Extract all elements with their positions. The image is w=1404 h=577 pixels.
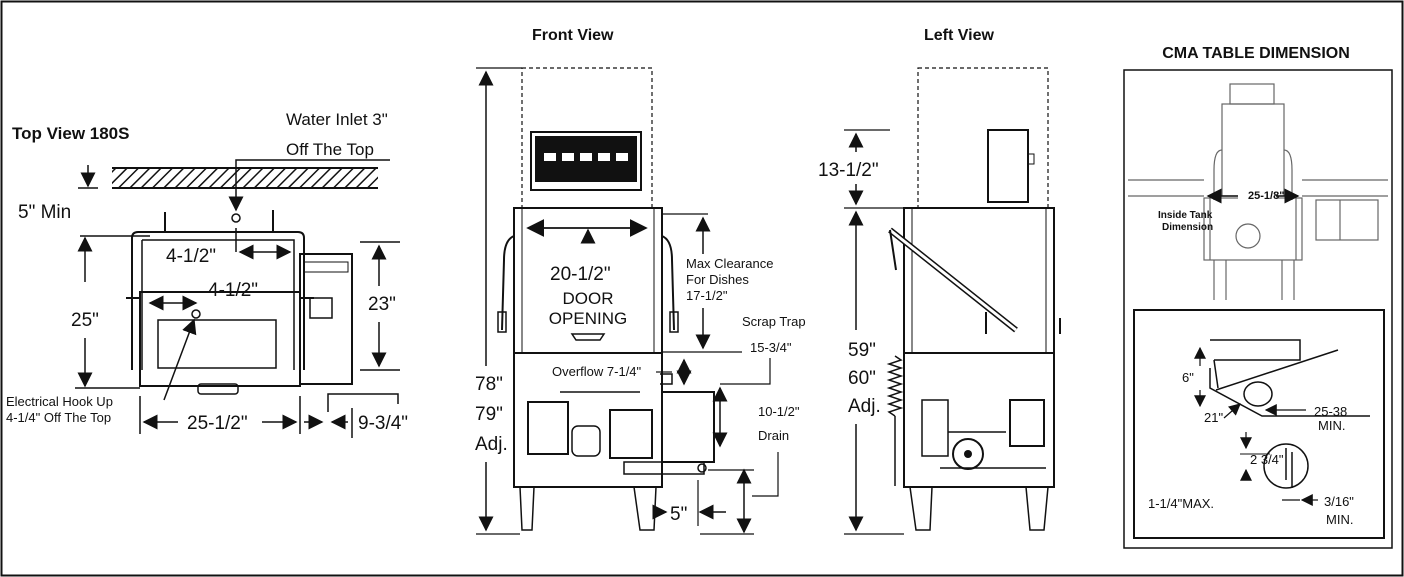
pump <box>571 425 601 457</box>
channel-depth-label: 2 3/4" <box>1250 452 1284 467</box>
table-depth-label: 21" <box>1204 410 1223 425</box>
electrical-port <box>191 309 201 319</box>
side-booster <box>299 253 353 385</box>
side-height-label-2: 60" <box>848 368 876 389</box>
max-gap-label: 1-1/4"MAX. <box>1148 496 1214 511</box>
front-right-leg <box>633 486 657 531</box>
min-gap-label-1: 3/16" <box>1324 494 1354 509</box>
control-box-side <box>987 129 1029 203</box>
cma-table-panel: CMA TABLE DIMENSION 25-1/8" Inside Tank <box>1123 45 1393 549</box>
raised-hood-outline <box>521 67 653 209</box>
lower-cabinet <box>513 352 663 488</box>
wall-hatch <box>112 168 378 188</box>
scrap-label-2: 15-3/4" <box>750 340 792 355</box>
scrap-trap <box>662 391 715 463</box>
cma-title: CMA TABLE DIMENSION <box>1162 45 1350 62</box>
min-clearance-label: 5" Min <box>18 202 71 223</box>
min-gap-label-2: MIN. <box>1326 512 1353 527</box>
raised-hood-outline-side <box>917 67 1049 209</box>
electrical-label-1: Electrical Hook Up <box>6 394 113 409</box>
inside-tank-label-2: Dimension <box>1162 222 1213 233</box>
pump-motor-side <box>952 438 984 470</box>
front-left-leg <box>519 486 535 531</box>
side-width-label: 9-3/4" <box>358 413 408 434</box>
drain-label-2: Drain <box>758 428 789 443</box>
left-view: Left View 13-1/2" 59" 6 <box>818 27 1061 535</box>
rack-rail-inner <box>141 239 295 370</box>
table-detail-sketch <box>1209 339 1370 489</box>
scrap-label-1: Scrap Trap <box>742 314 806 329</box>
tank-width-label: 25-1/8" <box>1248 190 1284 202</box>
counterweight-spring <box>886 355 904 417</box>
cma-box <box>1123 69 1393 549</box>
water-inlet-label-2: Off The Top <box>286 140 374 159</box>
water-inlet-port <box>231 213 241 223</box>
cma-machine-sketch <box>1128 83 1388 300</box>
drain-pipe <box>623 461 705 475</box>
overflow-label: Overflow 7-1/4" <box>552 364 642 379</box>
drain-label-1: 10-1/2" <box>758 404 800 419</box>
door-width-label: 20-1/2" <box>550 264 611 285</box>
table-detail-box <box>1133 309 1385 539</box>
clearance-label-1: Max Clearance <box>686 256 773 271</box>
door-label-2: OPENING <box>549 309 627 328</box>
control-box <box>530 131 642 191</box>
height-label-2: 79" <box>475 404 503 425</box>
lip-height-label: 6" <box>1182 370 1194 385</box>
leg-offset-label: 5" <box>670 504 687 525</box>
clearance-label-3: 17-1/2" <box>686 288 728 303</box>
height-label-3: Adj. <box>475 434 508 455</box>
width-label: 25-1/2" <box>187 413 248 434</box>
front-view: Front View 20-1/2" DOOR OPENING Max Clea… <box>475 27 806 535</box>
side-height-label-1: 59" <box>848 340 876 361</box>
front-view-title: Front View <box>532 27 614 44</box>
top-view: Top View 180S Water Inlet 3" Off The Top… <box>6 110 408 438</box>
table-min-label-1: 25-38 <box>1314 404 1347 419</box>
motor <box>527 401 569 455</box>
door-handles <box>501 235 675 331</box>
door-label-1: DOOR <box>563 289 614 308</box>
inlet-offset-label: 4-1/2" <box>166 246 216 267</box>
side-height-label-3: Adj. <box>848 396 881 417</box>
top-view-title: Top View 180S <box>12 124 129 143</box>
water-inlet-label-1: Water Inlet 3" <box>286 110 388 129</box>
table-min-label-2: MIN. <box>1318 418 1345 433</box>
side-depth-label: 23" <box>368 294 396 315</box>
lower-cabinet-side <box>903 352 1055 488</box>
rack-rail-outer <box>131 231 305 370</box>
inside-tank-label-1: Inside Tank <box>1158 210 1213 221</box>
top-height-label: 13-1/2" <box>818 160 879 181</box>
control-panel <box>157 319 277 369</box>
handle <box>197 383 239 395</box>
electrical-label-2: 4-1/4" Off The Top <box>6 410 111 425</box>
height-label-1: 78" <box>475 374 503 395</box>
depth-label: 25" <box>71 310 99 331</box>
wash-chamber-side <box>903 207 1055 354</box>
hookup-offset-label: 4-1/2" <box>208 280 258 301</box>
clearance-label-2: For Dishes <box>686 272 749 287</box>
left-view-title: Left View <box>924 27 995 44</box>
water-inlet-leader <box>228 159 390 212</box>
